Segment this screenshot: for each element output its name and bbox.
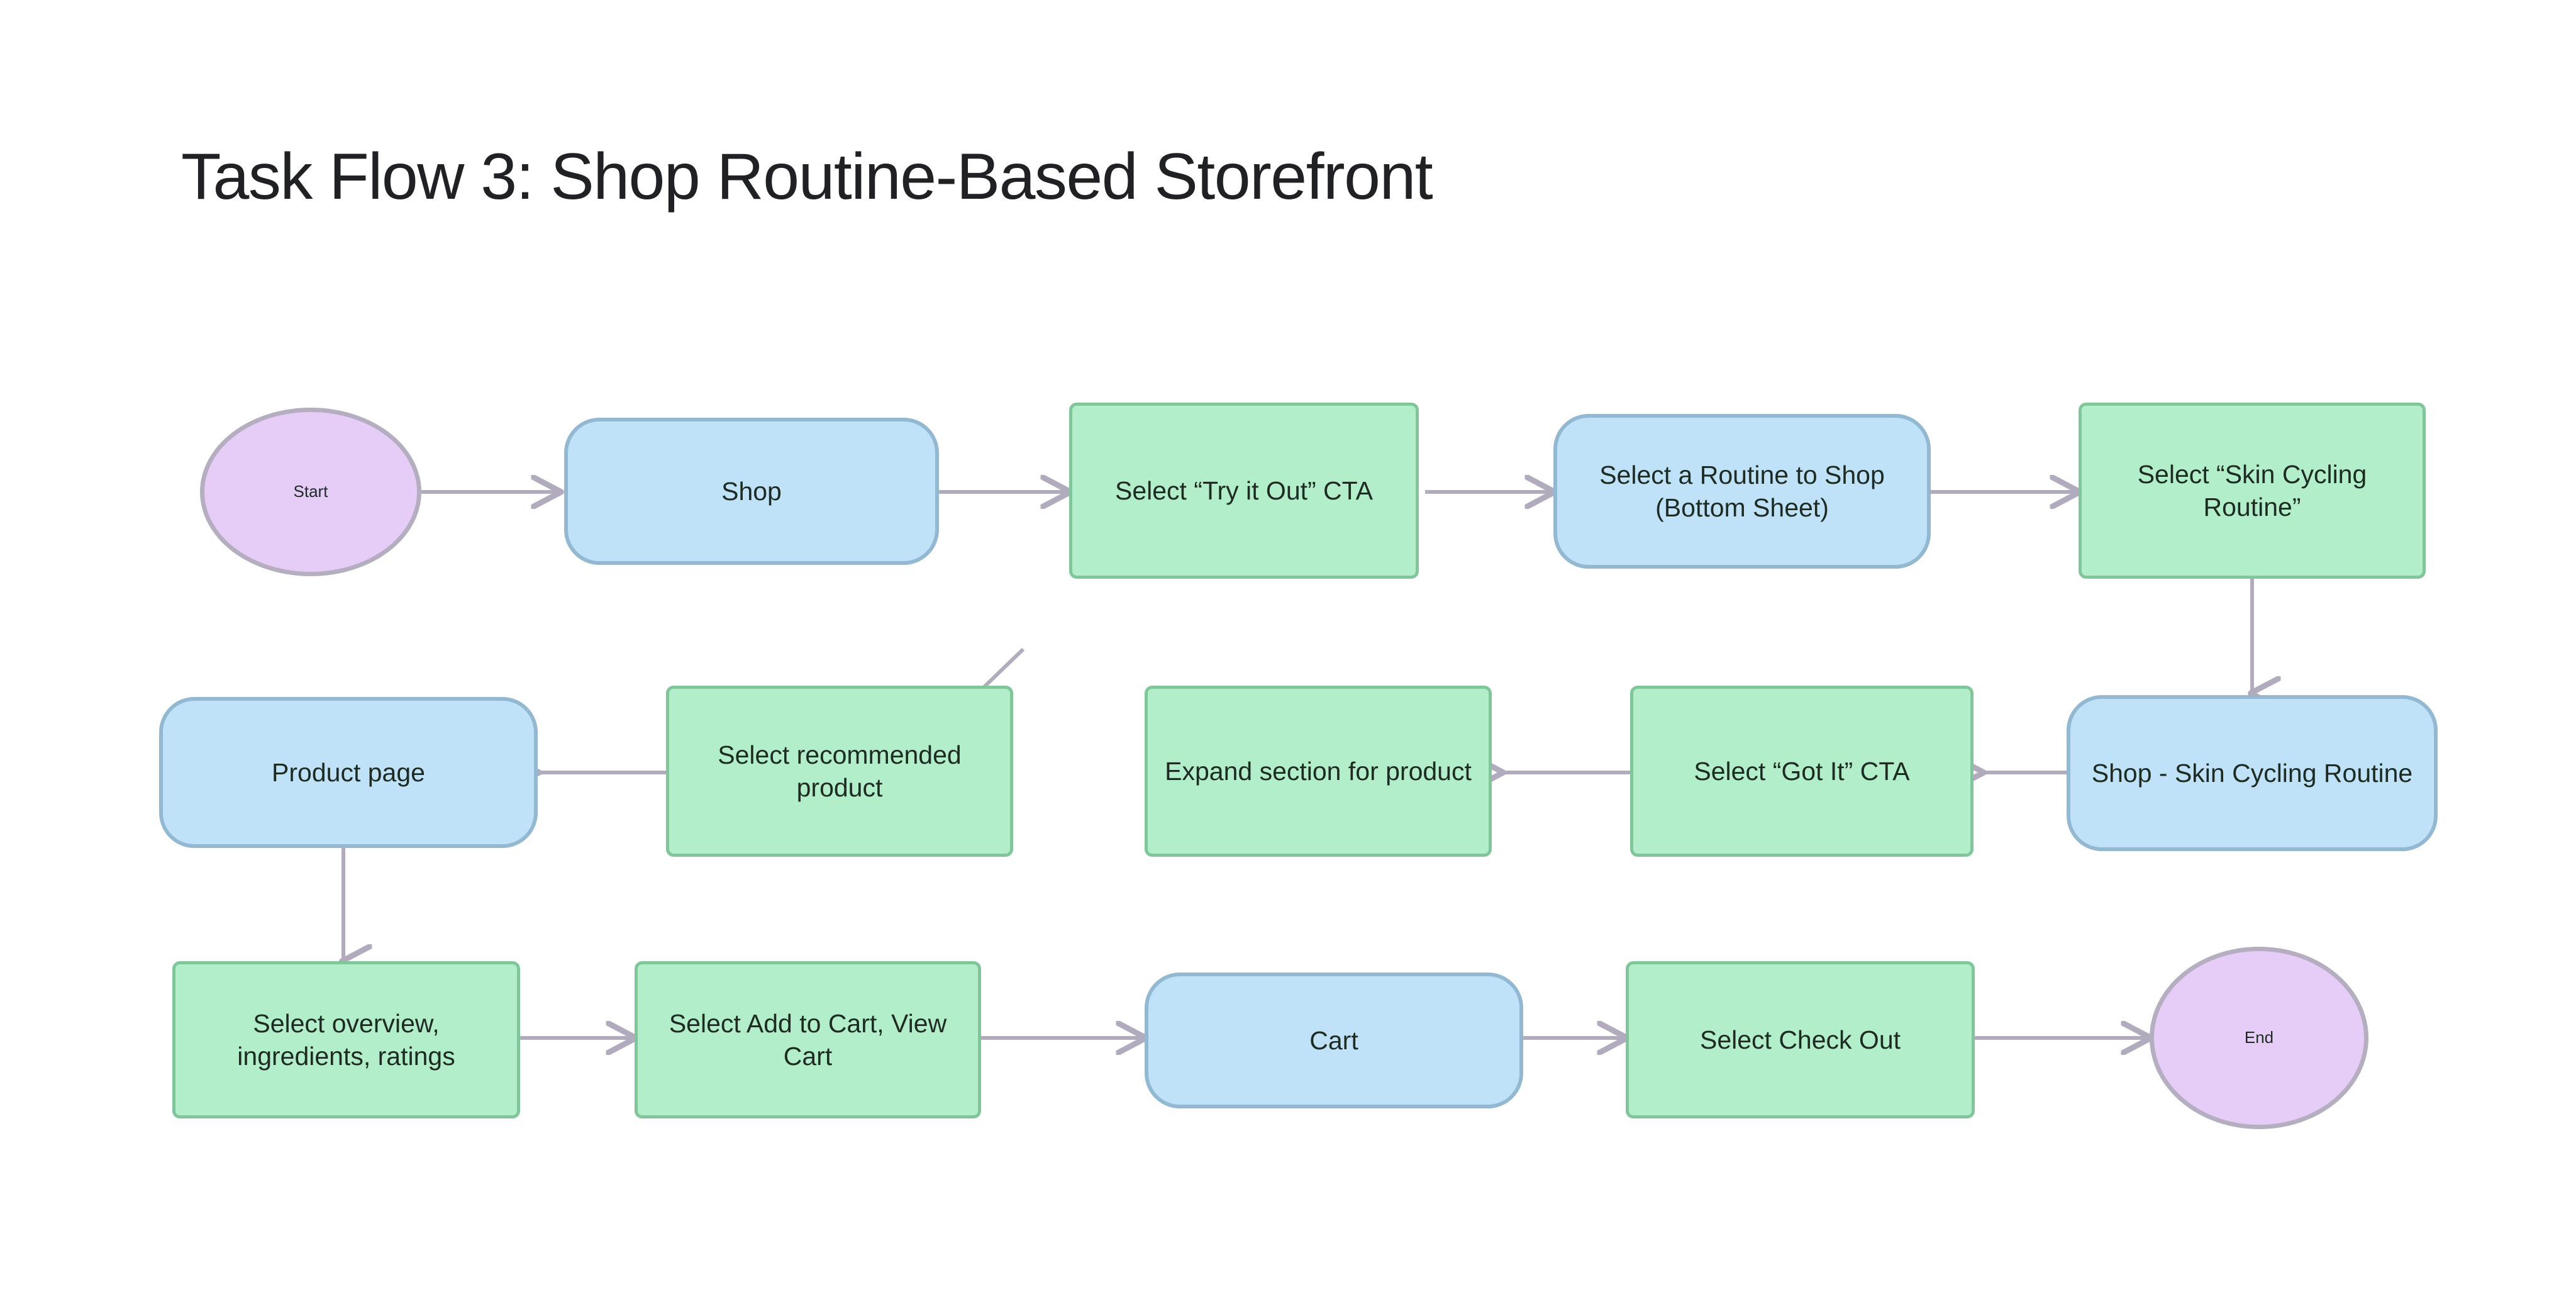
page-title: Task Flow 3: Shop Routine-Based Storefro… (181, 140, 1433, 213)
node-product-page[interactable]: Product page (159, 697, 538, 848)
node-start[interactable]: Start (200, 408, 421, 576)
node-select-skin-cycling-routine[interactable]: Select “Skin Cycling Routine” (2079, 403, 2426, 579)
node-label: Shop - Skin Cycling Routine (2091, 758, 2413, 788)
node-label: Select Check Out (1699, 1025, 1901, 1054)
node-label: Select “Got It” CTA (1694, 756, 1910, 786)
node-label: Select Add to Cart, View Cart (669, 1008, 947, 1071)
node-expand-section-for-product[interactable]: Expand section for product (1145, 686, 1492, 857)
node-label: Start (293, 482, 328, 501)
node-select-overview-ingredients-ratings[interactable]: Select overview, ingredients, ratings (172, 961, 520, 1118)
node-label: Shop (721, 476, 782, 506)
node-label: End (2244, 1028, 2274, 1047)
node-select-add-to-cart-view-cart[interactable]: Select Add to Cart, View Cart (635, 961, 981, 1118)
node-label: Expand section for product (1165, 756, 1472, 786)
node-end[interactable]: End (2150, 947, 2368, 1129)
node-shop-skin-cycling-routine[interactable]: Shop - Skin Cycling Routine (2067, 695, 2438, 851)
node-label: Select “Try it Out” CTA (1114, 476, 1374, 505)
node-select-check-out[interactable]: Select Check Out (1626, 961, 1975, 1118)
node-select-recommended-product[interactable]: Select recommended product (666, 686, 1013, 857)
node-label: Cart (1309, 1025, 1358, 1055)
node-select-try-it-out-cta[interactable]: Select “Try it Out” CTA (1069, 403, 1419, 579)
node-label: Product page (272, 757, 425, 787)
node-label: Select a Routine to Shop (Bottom Sheet) (1599, 460, 1885, 522)
node-label: Select recommended product (718, 740, 962, 802)
node-select-routine-bottom-sheet[interactable]: Select a Routine to Shop (Bottom Sheet) (1553, 414, 1931, 569)
node-label: Select overview, ingredients, ratings (237, 1008, 455, 1071)
node-label: Select “Skin Cycling Routine” (2137, 459, 2367, 521)
node-shop[interactable]: Shop (564, 418, 939, 565)
node-cart[interactable]: Cart (1145, 973, 1523, 1108)
node-select-got-it-cta[interactable]: Select “Got It” CTA (1630, 686, 1974, 857)
